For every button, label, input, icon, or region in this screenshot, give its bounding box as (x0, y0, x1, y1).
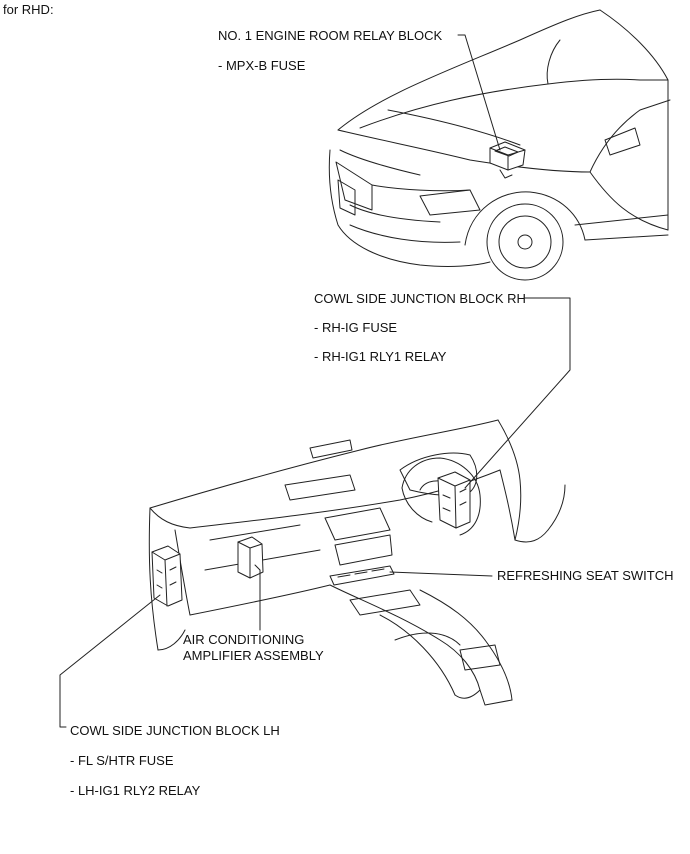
cowl-lh-junction-block (151, 545, 183, 607)
leader-lines (59, 34, 571, 728)
cowl-rh-item-rh-ig: - RH-IG FUSE (314, 320, 398, 335)
refreshing-seat-switch-label: REFRESHING SEAT SWITCH (497, 568, 674, 583)
cowl-lh-item-lh-ig1: - LH-IG1 RLY2 RELAY (70, 783, 201, 798)
dashboard-illustration (148, 419, 566, 706)
page-title: for RHD: (3, 2, 54, 17)
ac-amplifier-unit (237, 536, 264, 579)
cowl-lh-label: COWL SIDE JUNCTION BLOCK LH (70, 723, 280, 738)
ac-amplifier-label-line1: AIR CONDITIONING (183, 632, 305, 647)
cowl-rh-junction-block (437, 471, 471, 529)
refreshing-seat-switch (329, 565, 395, 586)
cowl-rh-label: COWL SIDE JUNCTION BLOCK RH (314, 291, 526, 306)
cowl-rh-item-rh-ig1: - RH-IG1 RLY1 RELAY (314, 349, 447, 364)
ac-amplifier-label-line2: AMPLIFIER ASSEMBLY (183, 648, 324, 663)
engine-relay-block-label: NO. 1 ENGINE ROOM RELAY BLOCK (218, 28, 443, 43)
car-illustration (328, 9, 671, 281)
engine-relay-block-item-mpx-b: - MPX-B FUSE (218, 58, 306, 73)
cowl-lh-item-fl-shtr: - FL S/HTR FUSE (70, 753, 174, 768)
